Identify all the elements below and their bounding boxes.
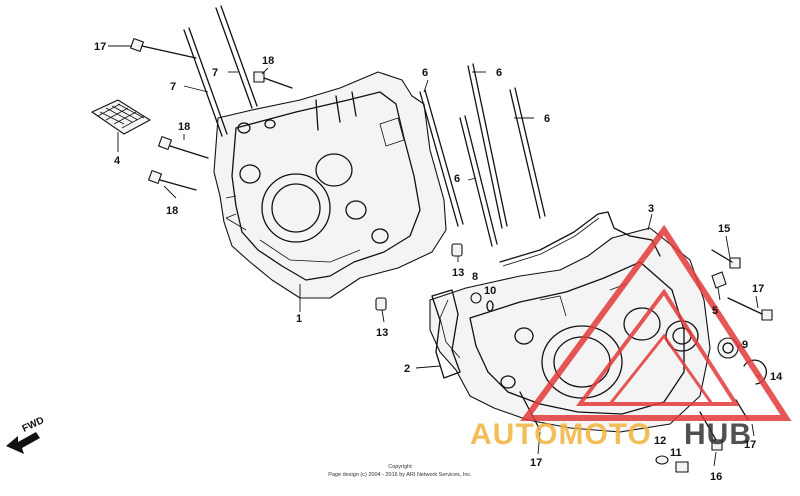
label-17b: 17 [744, 439, 756, 451]
watermark-triangle-inner [576, 288, 740, 406]
label-12: 12 [654, 435, 666, 447]
watermark-logo: AUTOMOTO HUB [470, 224, 792, 451]
label-4: 4 [114, 155, 121, 167]
label-18c: 18 [178, 121, 190, 133]
label-18a: 17 [94, 41, 106, 53]
label-18b: 18 [262, 55, 274, 67]
label-15: 15 [718, 223, 730, 235]
label-5: 5 [712, 305, 718, 317]
label-6b: 6 [496, 67, 502, 79]
watermark-triangle-outer [520, 224, 792, 421]
label-17c: 17 [530, 457, 542, 469]
part-labels: 17 7 7 18 18 18 4 1 2 3 6 6 6 6 13 13 8 … [94, 41, 783, 483]
copyright: Copyright Page design (c) 2004 - 2016 by… [328, 464, 472, 478]
label-6a: 6 [422, 67, 428, 79]
label-2: 2 [404, 363, 410, 375]
label-10: 10 [484, 285, 496, 297]
label-17a: 17 [752, 283, 764, 295]
copyright-line-2: Page design (c) 2004 - 2016 by ARI Netwo… [328, 472, 472, 478]
watermark-text-auto: AUTOMOTO [470, 418, 652, 451]
label-11: 11 [670, 447, 682, 459]
left-crankcase [213, 71, 447, 299]
bolts [130, 38, 773, 451]
fwd-label: FWD [21, 415, 46, 435]
label-14: 14 [770, 371, 783, 383]
label-6c: 6 [544, 113, 550, 125]
fwd-arrow-icon [6, 432, 40, 454]
fwd-indicator: FWD [6, 415, 46, 454]
label-1: 1 [296, 313, 302, 325]
callout-lines [108, 45, 760, 467]
label-18d: 18 [166, 205, 178, 217]
label-9: 9 [742, 339, 748, 351]
small-parts [375, 243, 767, 473]
label-8: 8 [472, 271, 478, 283]
oil-strainer-screen [91, 99, 151, 135]
crankcase-gasket [499, 211, 661, 267]
label-13a: 13 [452, 267, 464, 279]
label-13b: 13 [376, 327, 388, 339]
label-6d: 6 [454, 173, 460, 185]
right-crankcase [429, 227, 711, 433]
label-7b: 7 [170, 81, 176, 93]
label-3: 3 [648, 203, 654, 215]
label-16: 16 [710, 471, 722, 483]
watermark-text-hub: HUB [684, 418, 752, 451]
label-7a: 7 [212, 67, 218, 79]
copyright-line-1: Copyright [388, 464, 412, 470]
stud-bolts [183, 5, 546, 247]
side-gasket [431, 289, 461, 379]
